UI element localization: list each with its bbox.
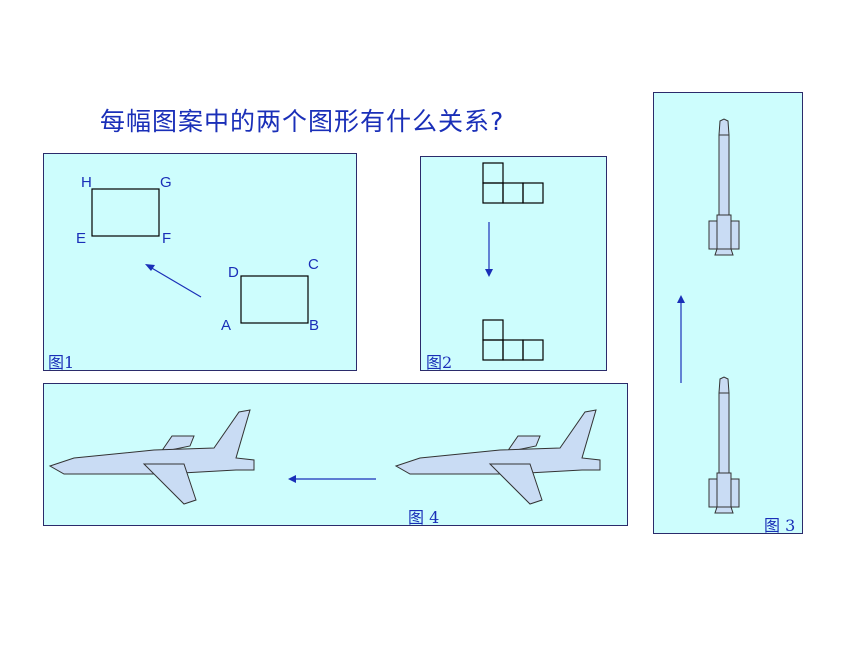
figure-4-panel: 图 4 bbox=[43, 383, 628, 527]
point-d-label: D bbox=[228, 264, 239, 281]
figure-1-label: 图1 bbox=[48, 353, 75, 372]
l-shape-top bbox=[482, 162, 544, 204]
point-a-label: A bbox=[221, 317, 232, 334]
figure-1-drawing bbox=[91, 188, 309, 324]
figure-3-drawing bbox=[677, 118, 740, 514]
rocket-top bbox=[708, 118, 740, 256]
up-arrow-head bbox=[677, 295, 685, 303]
translation-arrow-line bbox=[149, 266, 202, 298]
figure-3-label: 图 3 bbox=[764, 516, 796, 535]
figure-2-panel: 图2 bbox=[420, 156, 607, 372]
figure-4-drawing bbox=[48, 409, 601, 505]
point-b-label: B bbox=[309, 317, 320, 334]
point-e-label: E bbox=[76, 230, 87, 247]
point-c-label: C bbox=[308, 256, 319, 273]
point-f-label: F bbox=[162, 230, 172, 247]
down-arrow-head bbox=[485, 269, 493, 277]
airplane-right bbox=[394, 409, 601, 505]
rectangle-efgh bbox=[91, 188, 160, 237]
figure-2-drawing bbox=[482, 162, 544, 361]
l-shape-bottom bbox=[482, 319, 544, 361]
page-title: 每幅图案中的两个图形有什么关系? bbox=[100, 107, 505, 136]
figure-3-panel: 图 3 bbox=[653, 92, 803, 535]
rocket-bottom bbox=[708, 376, 740, 514]
rectangle-abcd bbox=[240, 275, 309, 324]
point-g-label: G bbox=[160, 174, 172, 191]
translation-arrow-head bbox=[145, 264, 155, 271]
figure-4-label: 图 4 bbox=[408, 508, 440, 527]
airplane-left bbox=[48, 409, 255, 505]
figure-2-label: 图2 bbox=[426, 353, 453, 372]
figure-1-panel: H G E F D C A B 图1 bbox=[43, 153, 357, 372]
point-h-label: H bbox=[81, 174, 92, 191]
left-arrow-head bbox=[288, 475, 296, 483]
